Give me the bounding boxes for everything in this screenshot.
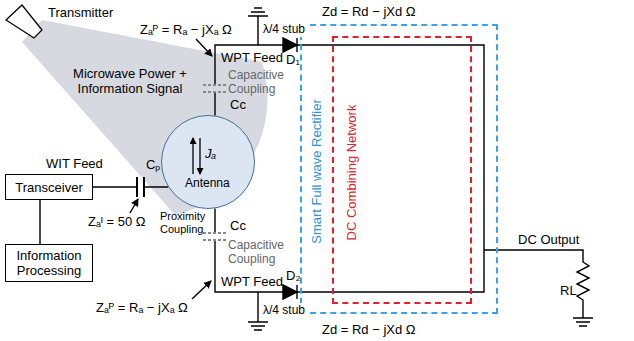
coupling-capacitor	[203, 85, 227, 92]
coupling-capacitor	[203, 233, 227, 240]
diode-symbol	[283, 285, 297, 299]
feed-wire	[215, 209, 300, 293]
feed-wire	[215, 45, 300, 116]
resistor-label: RL	[560, 283, 577, 298]
transceiver-box: Transceiver	[5, 174, 93, 200]
coupling-label: Proximity Coupling	[160, 210, 214, 236]
rectifier-box: Smart Full wave Rectifier DC Combining Ne…	[300, 24, 498, 314]
rectifier-wire	[300, 45, 484, 292]
node-text: Antenna	[185, 176, 230, 191]
ground-symbol	[573, 318, 593, 326]
capacitor-gap	[205, 86, 225, 91]
output-label: DC Output	[518, 232, 579, 247]
node-text: Transceiver	[9, 180, 89, 195]
leader-arrow	[196, 39, 212, 56]
leader-arrow	[192, 281, 211, 299]
impedance-label: Zₐᴵ = 50 Ω	[88, 214, 146, 229]
beam-label: Microwave Power + Information Signal	[70, 66, 190, 96]
capacitor-label: Cc	[230, 97, 246, 112]
combining-box: DC Combining Network	[332, 36, 472, 304]
impedance-label: Zd = Rd − jXd Ω	[322, 4, 416, 19]
source-label: Transmitter	[48, 5, 113, 20]
impedance-label: Zₐᴾ = Rₐ − jXₐ Ω	[96, 300, 188, 315]
coupling-label: Capacitive Coupling	[228, 238, 292, 266]
diode-label: D₂	[286, 268, 300, 283]
antenna-circle: JₐAntenna	[161, 115, 255, 209]
feed-label: WIT Feed	[46, 156, 103, 171]
proximity-capacitor	[137, 177, 144, 197]
impedance-label: Zd = Rd − jXd Ω	[322, 322, 416, 337]
capacitor-gap	[138, 179, 143, 195]
feed-wire	[39, 200, 40, 244]
stub-label: λ/4 stub	[262, 22, 306, 37]
node-text: DC Combining Network	[344, 105, 359, 241]
horn-antenna	[6, 5, 42, 38]
leader-arrow	[130, 199, 138, 213]
diode-symbol	[283, 38, 297, 52]
stub-label: λ/4 stub	[262, 303, 306, 318]
node-text: Jₐ	[205, 146, 216, 161]
capacitor-label: Cc	[230, 218, 246, 233]
processing-box: Information Processing	[5, 244, 93, 282]
diode-label: D₁	[286, 52, 300, 67]
feed-label: WPT Feed	[221, 274, 283, 289]
current-arrows	[162, 116, 253, 207]
capacitor-gap	[205, 234, 225, 239]
feed-wire	[93, 186, 168, 187]
load-resistor	[484, 250, 589, 318]
impedance-label: Zₐᴾ = Rₐ − jXₐ Ω	[140, 22, 232, 37]
capacitor-label: Cₚ	[146, 157, 160, 172]
node-text: Smart Full wave Rectifier	[309, 99, 324, 243]
coupling-label: Capacitive Coupling	[228, 68, 292, 96]
feed-label: WPT Feed	[221, 50, 283, 65]
node-text: Information Processing	[9, 248, 89, 278]
